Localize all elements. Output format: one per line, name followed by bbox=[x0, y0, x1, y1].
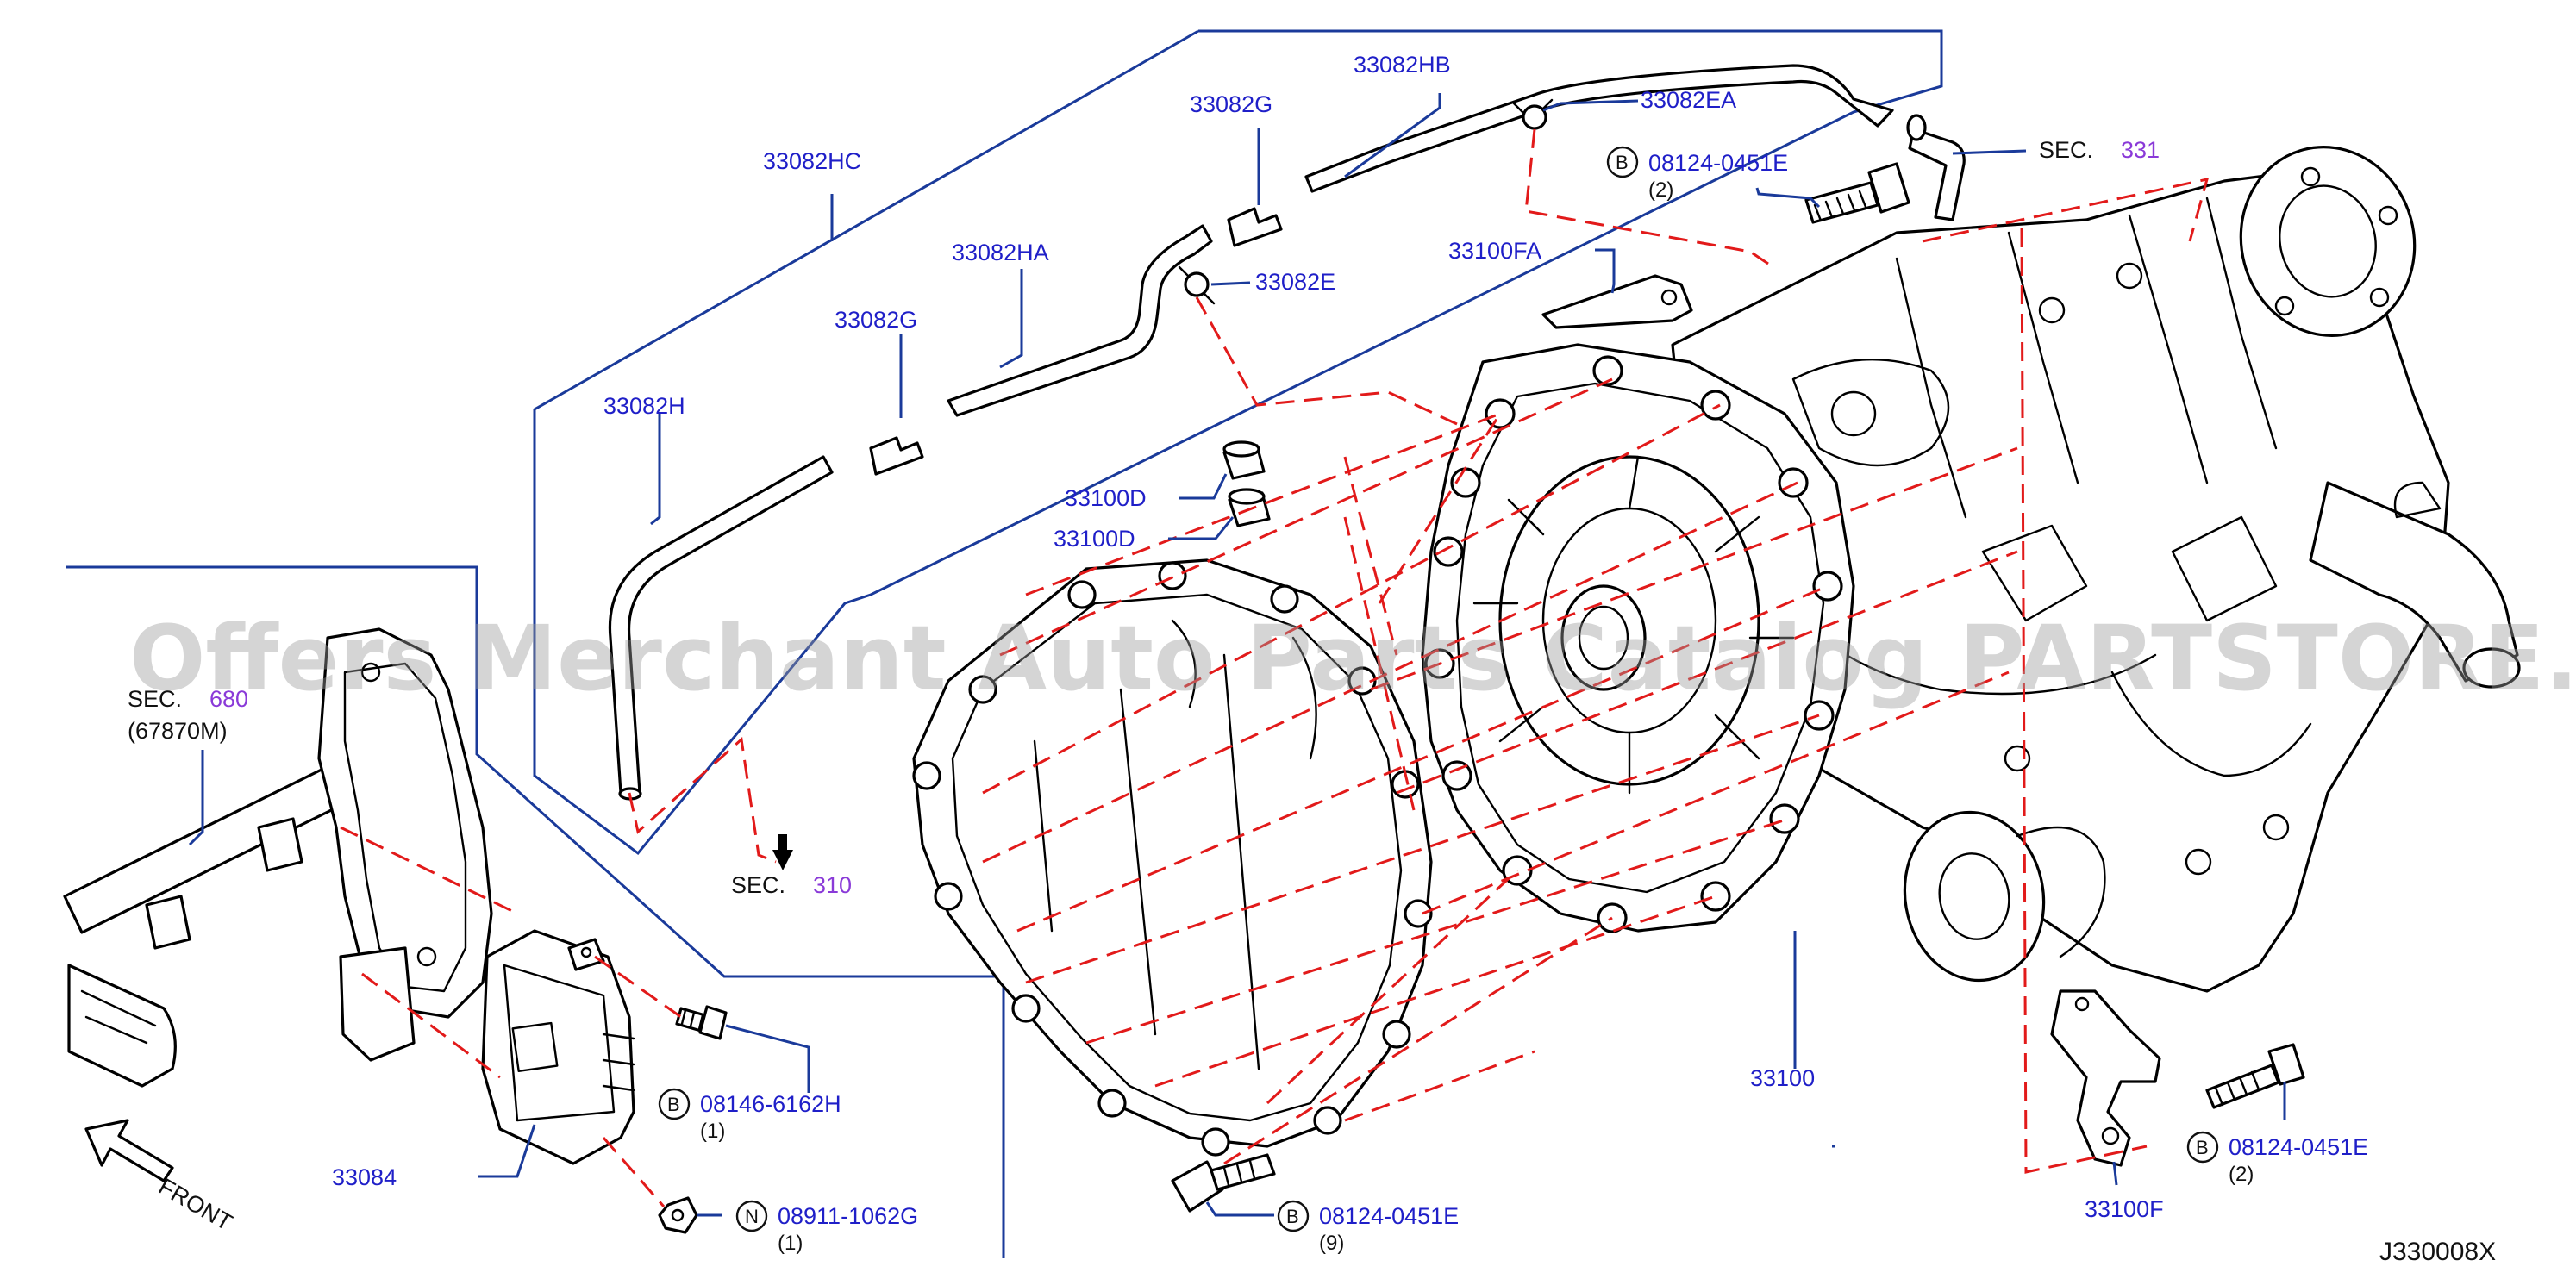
label-33082e[interactable]: 33082E bbox=[1255, 269, 1335, 295]
section-331-number: 331 bbox=[2121, 137, 2160, 163]
clamp-33082ea[interactable] bbox=[1512, 98, 1554, 130]
label-33082g-top[interactable]: 33082G bbox=[1190, 91, 1272, 117]
fastener-top-qty: (2) bbox=[1648, 178, 1673, 202]
label-33100fa[interactable]: 33100FA bbox=[1448, 238, 1541, 264]
hose-33082hb[interactable] bbox=[1304, 64, 1894, 193]
front-label: FRONT bbox=[154, 1173, 237, 1235]
front-arrow-icon bbox=[84, 1119, 174, 1182]
fastener-top[interactable]: B 08124-0451E (2) bbox=[1606, 146, 1788, 202]
watermark: Offers Merchant Auto Parts Catalog PARTS… bbox=[129, 606, 2576, 711]
fastener-nut-label: 08911-1062G bbox=[778, 1203, 918, 1229]
fastener-nut-circle bbox=[735, 1200, 768, 1232]
label-33100d-b[interactable]: 33100D bbox=[1054, 526, 1135, 552]
hose-33082ha[interactable] bbox=[947, 224, 1213, 417]
fastener-bottom-label: 08124-0451E bbox=[1319, 1203, 1459, 1229]
section-310-number: 310 bbox=[813, 872, 852, 898]
label-33084[interactable]: 33084 bbox=[332, 1164, 397, 1190]
fastener-bottom-circle bbox=[1277, 1200, 1310, 1232]
fastener-ecu-qty: (1) bbox=[700, 1120, 725, 1143]
extension-housing[interactable] bbox=[912, 558, 1433, 1157]
fastener-right-label: 08124-0451E bbox=[2229, 1134, 2368, 1160]
label-33082hb[interactable]: 33082HB bbox=[1354, 52, 1451, 78]
section-680-number: 680 bbox=[209, 686, 248, 712]
connector-33082g-top[interactable] bbox=[1227, 207, 1283, 247]
fastener-bottom-qty: (9) bbox=[1319, 1232, 1344, 1255]
fastener-top-circle bbox=[1606, 146, 1639, 178]
assembly-dashed-lines bbox=[340, 128, 2210, 1207]
fastener-ecu-prefix: B bbox=[667, 1094, 680, 1115]
label-33082hc[interactable]: 33082HC bbox=[763, 148, 861, 174]
label-33100f[interactable]: 33100F bbox=[2085, 1196, 2164, 1222]
fastener-ecu-label: 08146-6162H bbox=[700, 1091, 841, 1117]
bolt-08146-6162h[interactable] bbox=[675, 1005, 728, 1040]
fastener-right-qty: (2) bbox=[2229, 1163, 2254, 1186]
drawing-code: J330008X bbox=[2379, 1238, 2496, 1266]
plug-33100d-a[interactable] bbox=[1222, 440, 1266, 480]
label-33082ha[interactable]: 33082HA bbox=[952, 240, 1049, 265]
ecu-group-outline bbox=[66, 565, 1005, 1258]
clamp-33082e[interactable] bbox=[1178, 265, 1216, 305]
plug-33100d-b[interactable] bbox=[1228, 488, 1271, 527]
leader-lines bbox=[188, 93, 2286, 1217]
fastener-nut[interactable]: N 08911-1062G (1) bbox=[735, 1200, 918, 1255]
fastener-ecu-circle bbox=[658, 1088, 691, 1120]
shaft-section-680 bbox=[63, 627, 493, 1088]
bolt-08124-0451e-bottom[interactable] bbox=[1171, 1153, 1276, 1213]
section-ref-310[interactable]: SEC. 310 bbox=[731, 872, 852, 898]
section-680-prefix: SEC. bbox=[128, 686, 182, 712]
label-33082h[interactable]: 33082H bbox=[603, 393, 685, 419]
fastener-right[interactable]: B 08124-0451E (2) bbox=[2186, 1131, 2368, 1186]
fastener-ecu[interactable]: B 08146-6162H (1) bbox=[658, 1088, 841, 1143]
fastener-top-prefix: B bbox=[1616, 152, 1629, 173]
section-331-prefix: SEC. bbox=[2039, 137, 2093, 163]
fastener-nut-prefix: N bbox=[745, 1206, 759, 1227]
section-ref-331[interactable]: SEC. 331 bbox=[2039, 137, 2160, 163]
hose-33082hc-fitting[interactable] bbox=[1906, 114, 1966, 221]
fastener-bottom-prefix: B bbox=[1286, 1206, 1299, 1227]
bracket-33100f[interactable] bbox=[2050, 989, 2161, 1167]
section-680-sub: (67870M) bbox=[128, 718, 228, 744]
label-33100[interactable]: 33100 bbox=[1750, 1065, 1815, 1091]
nut-08911-1062g[interactable] bbox=[658, 1196, 698, 1234]
fastener-top-label: 08124-0451E bbox=[1648, 150, 1788, 176]
section-ref-680[interactable]: SEC. 680 (67870M) bbox=[128, 686, 248, 744]
connector-33082g-mid[interactable] bbox=[869, 436, 924, 476]
bracket-33100fa[interactable] bbox=[1541, 274, 1693, 329]
hose-group-outline bbox=[533, 29, 1943, 856]
fastener-nut-qty: (1) bbox=[778, 1232, 803, 1255]
fastener-right-prefix: B bbox=[2196, 1137, 2209, 1158]
fastener-bottom[interactable]: B 08124-0451E (9) bbox=[1277, 1200, 1459, 1255]
bolt-08124-0451e-top[interactable] bbox=[1804, 162, 1910, 224]
section-310-prefix: SEC. bbox=[731, 872, 785, 898]
bolt-08124-0451e-right[interactable] bbox=[2205, 1043, 2305, 1109]
arrow-to-sec-310 bbox=[772, 834, 793, 870]
transfer-case-33100[interactable] bbox=[1421, 128, 2521, 993]
control-unit-33084[interactable] bbox=[481, 929, 635, 1165]
label-33082g-mid[interactable]: 33082G bbox=[835, 307, 917, 333]
label-33082ea[interactable]: 33082EA bbox=[1641, 87, 1736, 113]
fastener-right-circle bbox=[2186, 1131, 2219, 1164]
label-33100d-a[interactable]: 33100D bbox=[1065, 485, 1147, 511]
